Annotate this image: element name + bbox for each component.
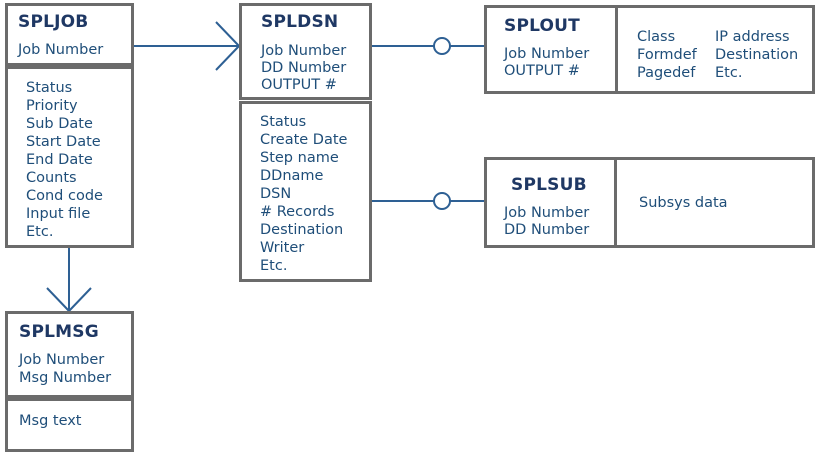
spldsn-attr-8: Etc.: [260, 258, 288, 274]
splmsg-title: SPLMSG: [19, 322, 99, 342]
spljob-attr-7: Input file: [26, 206, 91, 222]
spljob-attr-3: Start Date: [26, 134, 101, 150]
spljob-attr-1: Priority: [26, 98, 78, 114]
spljob-key-0: Job Number: [18, 42, 104, 58]
splmsg-attr-0: Msg text: [19, 413, 82, 429]
spldsn-attr-6: Destination: [260, 222, 344, 238]
spljob-title: SPLJOB: [18, 12, 89, 32]
spldsn-header-box[interactable]: SPLDSN Job Number DD Number OUTPUT #: [239, 3, 372, 100]
spldsn-attr-1: Create Date: [260, 132, 348, 148]
spljob-attr-4: End Date: [26, 152, 93, 168]
spldsn-attr-7: Writer: [260, 240, 305, 256]
spldsn-key-0: Job Number: [261, 43, 347, 59]
spljob-attr-5: Counts: [26, 170, 77, 186]
splsub-divider: [614, 160, 617, 245]
spljob-attr-0: Status: [26, 80, 73, 96]
splsub-key-0: Job Number: [504, 205, 590, 221]
splsub-box[interactable]: SPLSUB Job Number DD Number Subsys data: [484, 157, 815, 248]
spldsn-key-2: OUTPUT #: [261, 77, 337, 93]
spldsn-attributes-box[interactable]: Status Create Date Step name DDname DSN …: [239, 101, 372, 282]
splsub-title: SPLSUB: [511, 175, 587, 195]
splsub-attr-col0-0: Subsys data: [639, 195, 728, 211]
spljob-header-box[interactable]: SPLJOB Job Number: [5, 3, 134, 66]
splout-attr-col0-1: Formdef: [637, 47, 697, 63]
zero-circle-splout: [433, 37, 451, 55]
crows-foot-splmsg: [46, 287, 92, 312]
splout-attr-col1-2: Etc.: [715, 65, 743, 81]
spldsn-attr-5: # Records: [260, 204, 335, 220]
spljob-attr-2: Sub Date: [26, 116, 93, 132]
splout-attr-col1-1: Destination: [715, 47, 799, 63]
spldsn-attr-2: Step name: [260, 150, 339, 166]
splout-key-1: OUTPUT #: [504, 63, 580, 79]
splsub-key-1: DD Number: [504, 222, 590, 238]
spljob-attributes-box[interactable]: Status Priority Sub Date Start Date End …: [5, 66, 134, 248]
splout-title: SPLOUT: [504, 16, 580, 36]
splmsg-key-1: Msg Number: [19, 370, 112, 386]
splmsg-key-0: Job Number: [19, 352, 105, 368]
splout-attr-col0-0: Class: [637, 29, 676, 45]
crows-foot-spldsn: [215, 21, 240, 71]
spldsn-attr-3: DDname: [260, 168, 324, 184]
zero-circle-splsub: [433, 192, 451, 210]
spldsn-title: SPLDSN: [261, 12, 339, 32]
splout-attr-col1-0: IP address: [715, 29, 790, 45]
splout-box[interactable]: SPLOUT Job Number OUTPUT # Class Formdef…: [484, 5, 815, 94]
splmsg-attributes-box[interactable]: Msg text: [5, 398, 134, 452]
splmsg-header-box[interactable]: SPLMSG Job Number Msg Number: [5, 311, 134, 398]
spldsn-key-1: DD Number: [261, 60, 347, 76]
spldsn-attr-0: Status: [260, 114, 307, 130]
spljob-attr-8: Etc.: [26, 224, 54, 240]
splout-key-0: Job Number: [504, 46, 590, 62]
splout-divider: [615, 8, 618, 91]
spldsn-attr-4: DSN: [260, 186, 292, 202]
splout-attr-col0-2: Pagedef: [637, 65, 696, 81]
spljob-attr-6: Cond code: [26, 188, 103, 204]
